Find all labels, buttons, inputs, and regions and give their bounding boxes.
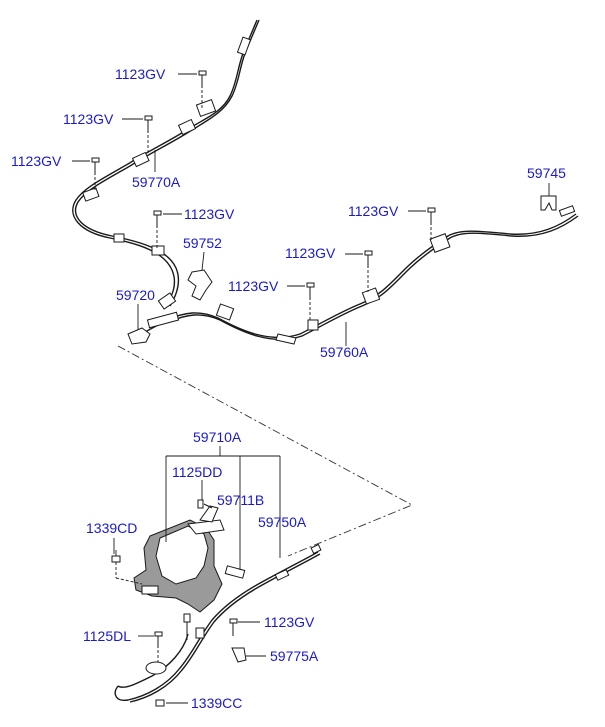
clamp-59720-shape — [127, 327, 151, 345]
label-cable-59750a: 59750A — [258, 514, 307, 530]
label-bracket-59775a: 59775A — [270, 648, 319, 664]
clip-59745-shape — [540, 195, 557, 211]
leader-lines-upper — [72, 73, 550, 346]
label-bolt-1123gv-b: 1123GV — [63, 111, 114, 127]
label-bolt-1123gv-f: 1123GV — [285, 245, 336, 261]
label-bolt-1125dl: 1125DL — [83, 628, 132, 644]
parking-lever-assembly — [133, 499, 246, 613]
label-bracket-59752: 59752 — [183, 235, 222, 251]
cable-59770a — [72, 19, 260, 310]
label-bolt-1123gv-e: 1123GV — [348, 203, 399, 219]
label-clip-59745: 59745 — [527, 165, 566, 181]
label-bolt-1123gv-h: 1123GV — [264, 614, 315, 630]
label-lever-59710a: 59710A — [193, 429, 242, 445]
cable-59760a — [141, 205, 579, 345]
assembly-reference-line — [117, 345, 414, 557]
bracket-59752-shape — [187, 269, 213, 301]
label-bolt-1125dd: 1125DD — [172, 464, 223, 480]
cable-59750a — [114, 543, 322, 703]
label-bolt-1123gv-g: 1123GV — [228, 278, 279, 294]
label-part-59711b: 59711B — [217, 492, 265, 508]
bolts-upper — [91, 70, 436, 322]
label-cap-1339cc: 1339CC — [191, 695, 243, 711]
lower-small-parts — [111, 550, 247, 707]
label-cap-1339cd: 1339CD — [86, 520, 138, 536]
label-bolt-1123gv-c: 1123GV — [11, 153, 62, 169]
leader-lines-lower — [113, 446, 281, 704]
label-cable-59760a: 59760A — [320, 344, 369, 360]
label-bolt-1123gv-d: 1123GV — [184, 206, 235, 222]
label-cable-59770a: 59770A — [132, 174, 181, 190]
label-clamp-59720: 59720 — [116, 287, 155, 303]
label-bolt-1123gv-a: 1123GV — [115, 66, 166, 82]
